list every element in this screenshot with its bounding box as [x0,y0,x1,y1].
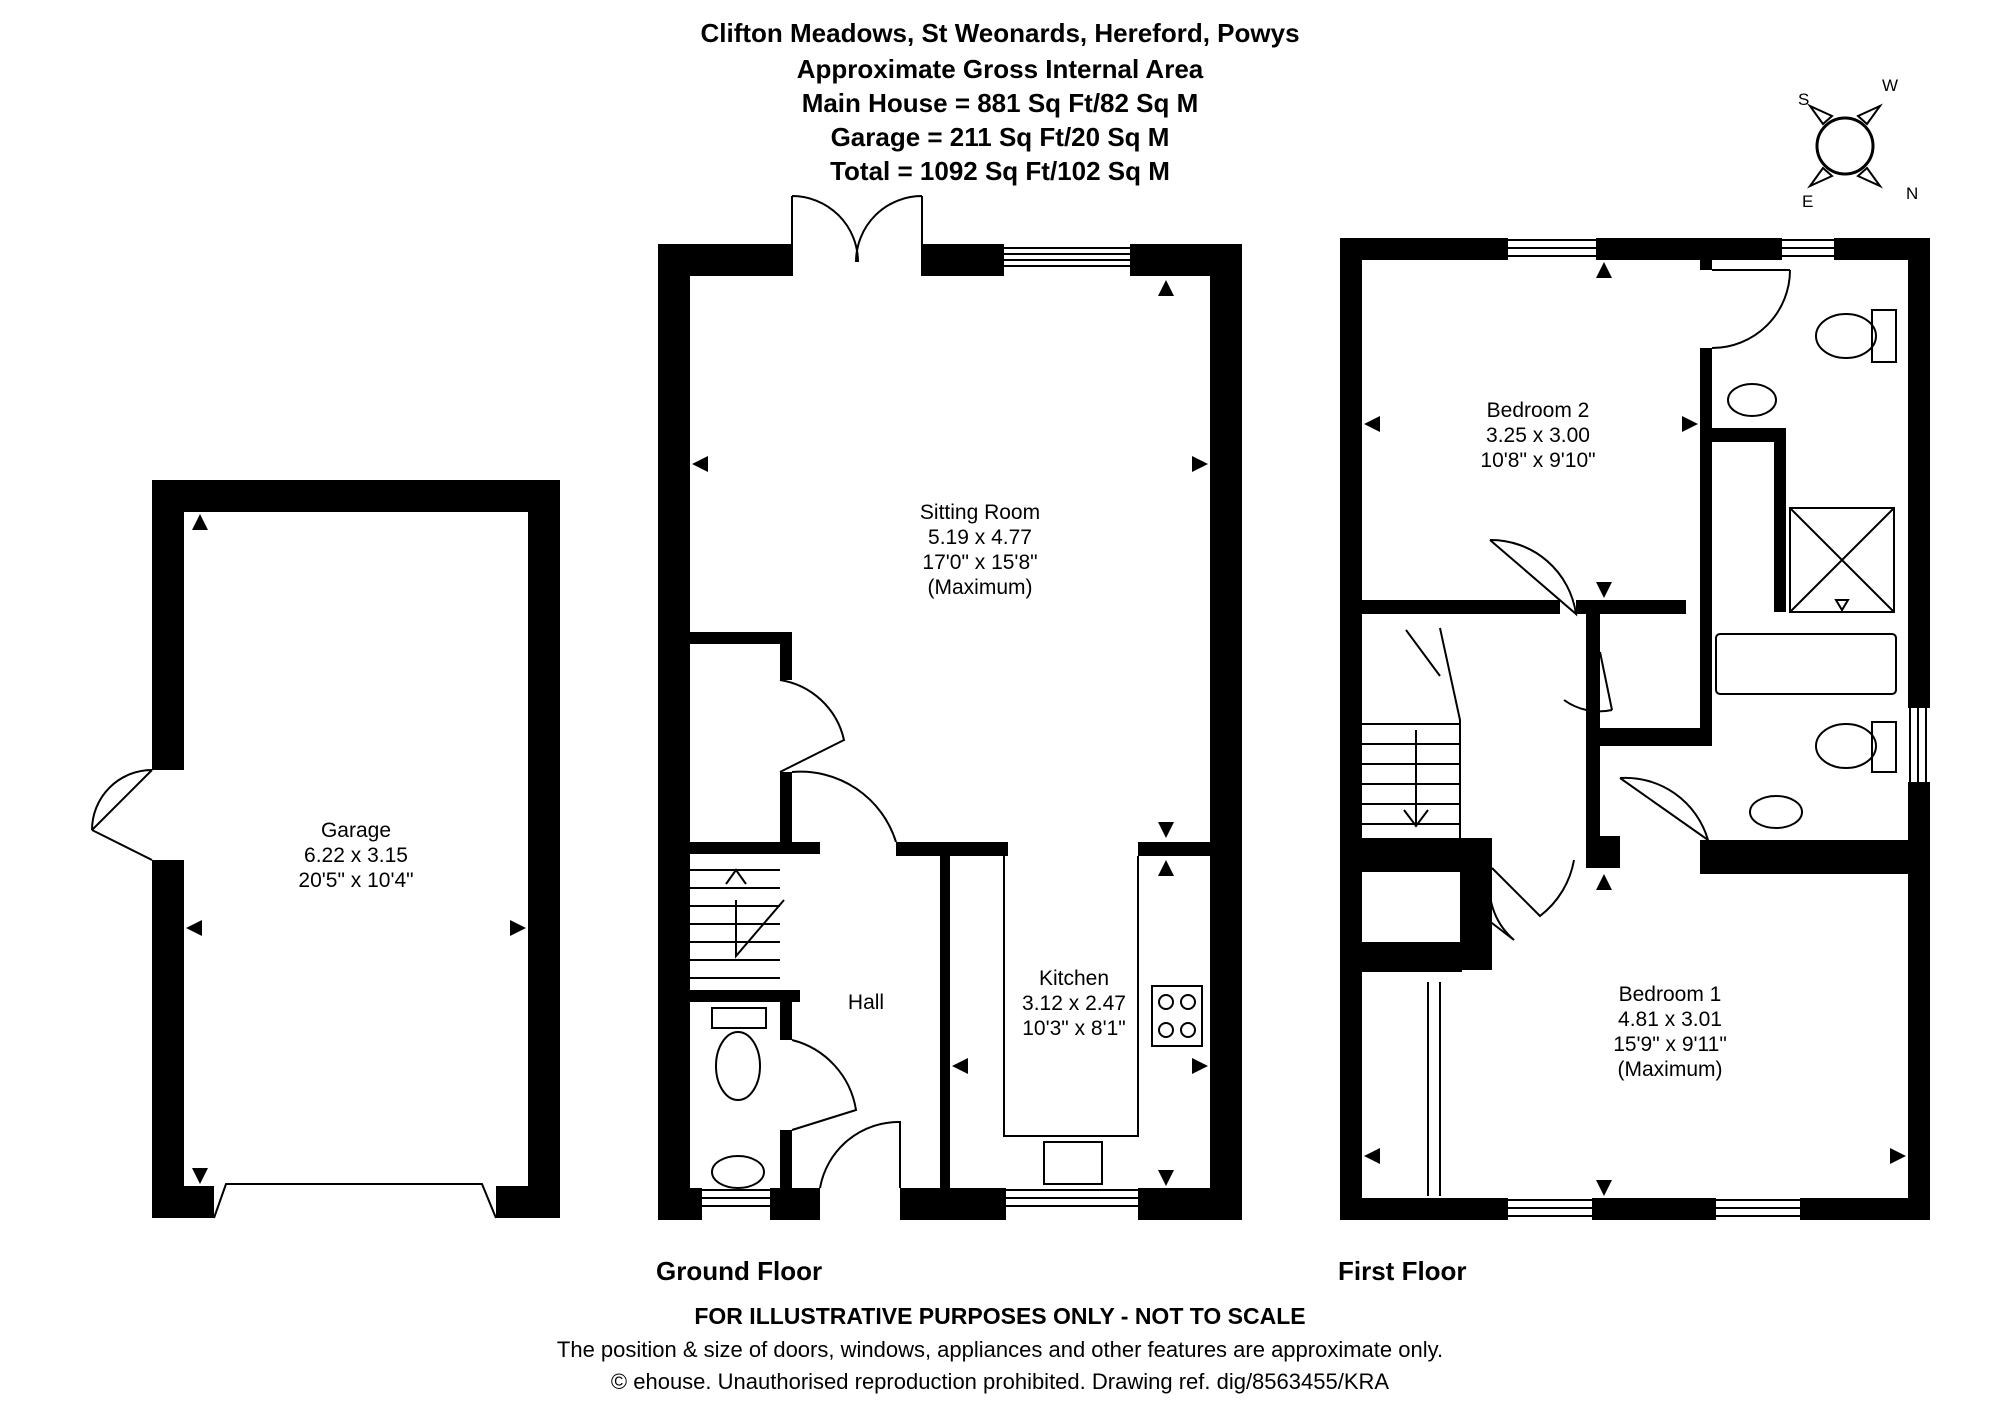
room-metric: 6.22 x 3.15 [304,844,408,867]
room-imperial: 20'5" x 10'4" [298,869,414,892]
hall-label: Hall [848,990,884,1015]
compass-w-label: W [1882,76,1899,95]
total-area: Total = 1092 Sq Ft/102 Sq M [830,156,1170,186]
main-house-area: Main House = 881 Sq Ft/82 Sq M [801,88,1199,118]
kitchen-label: Kitchen 3.12 x 2.47 10'3" x 8'1" [1022,966,1126,1041]
plan-subtitle: Approximate Gross Internal Area [796,54,1204,84]
garage-area: Garage = 211 Sq Ft/20 Sq M [830,122,1170,152]
room-note: (Maximum) [927,576,1033,599]
room-metric: 3.12 x 2.47 [1022,992,1126,1015]
compass-e-label: E [1802,192,1814,211]
ground-floor-label: Ground Floor [656,1256,823,1286]
garage-walls [152,480,560,1218]
room-imperial: 10'3" x 8'1" [1022,1017,1126,1040]
room-imperial: 10'8" x 9'10" [1480,449,1596,472]
bedroom1-label: Bedroom 1 4.81 x 3.01 15'9" x 9'11" (Max… [1613,982,1727,1082]
room-name: Sitting Room [919,501,1041,524]
room-imperial: 15'9" x 9'11" [1613,1033,1727,1056]
copyright-text: © ehouse. Unauthorised reproduction proh… [610,1369,1390,1394]
compass-n-label: N [1906,184,1919,203]
room-name: Garage [320,819,392,842]
sitting-room-label: Sitting Room 5.19 x 4.77 17'0" x 15'8" (… [920,500,1040,600]
approximate-note: The position & size of doors, windows, a… [556,1337,1444,1362]
room-note: (Maximum) [1617,1058,1723,1081]
dimension-arrows [186,262,1906,1196]
room-name: Kitchen [1038,967,1110,990]
compass-s-label: S [1798,90,1810,109]
disclaimer-text: FOR ILLUSTRATIVE PURPOSES ONLY - NOT TO … [694,1303,1306,1329]
plan-address: Clifton Meadows, St Weonards, Hereford, … [700,18,1300,48]
plan-line-work [91,195,1927,1219]
bedroom2-label: Bedroom 2 3.25 x 3.00 10'8" x 9'10" [1480,398,1595,473]
first-floor-walls [1340,238,1930,1220]
room-metric: 3.25 x 3.00 [1486,424,1590,447]
room-name: Bedroom 2 [1486,399,1590,422]
room-metric: 5.19 x 4.77 [928,526,1032,549]
room-name: Bedroom 1 [1618,983,1722,1006]
room-name: Hall [847,991,885,1014]
room-metric: 4.81 x 3.01 [1618,1008,1722,1031]
compass-icon [1806,103,1884,189]
first-floor-label: First Floor [1338,1256,1467,1286]
room-imperial: 17'0" x 15'8" [922,551,1038,574]
garage-label: Garage 6.22 x 3.15 20'5" x 10'4" [298,818,413,893]
ground-floor-walls [658,244,1242,1220]
